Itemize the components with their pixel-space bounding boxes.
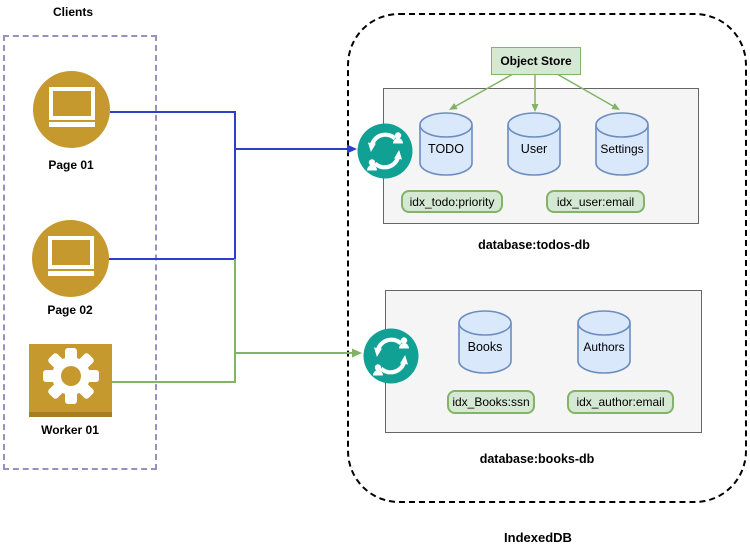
todos-db-caption: database:todos-db <box>478 238 590 252</box>
gear-icon <box>41 346 101 411</box>
books-db-caption: database:books-db <box>479 452 595 466</box>
monitor-icon <box>47 235 95 282</box>
monitor-icon <box>48 86 96 133</box>
sync-icon <box>363 328 419 384</box>
index-chip: idx_author:email <box>567 390 674 414</box>
store-label: Books <box>467 340 503 354</box>
client-node-page-01 <box>33 71 110 148</box>
index-chip-label: idx_author:email <box>576 395 665 409</box>
database-cylinder-icon <box>458 310 512 374</box>
indexeddb-container-box <box>347 13 747 503</box>
database-cylinder-icon <box>595 112 649 176</box>
store-cylinder-books: Books <box>458 310 512 374</box>
database-cylinder-icon <box>577 310 631 374</box>
client-node-page-02-label: Page 02 <box>47 303 93 317</box>
store-label: Authors <box>583 340 625 354</box>
store-label: User <box>520 142 548 156</box>
index-chip: idx_todo:priority <box>401 190 503 213</box>
index-chip-label: idx_user:email <box>556 194 635 209</box>
store-cylinder-settings: Settings <box>595 112 649 176</box>
client-node-worker-01 <box>29 344 112 417</box>
store-label: Settings <box>600 142 644 156</box>
index-chip: idx_user:email <box>546 190 645 213</box>
client-node-page-02 <box>32 220 109 297</box>
client-node-worker-01-label: Worker 01 <box>41 423 99 437</box>
store-cylinder-user: User <box>507 112 561 176</box>
database-cylinder-icon <box>419 112 473 176</box>
store-label: TODO <box>428 142 464 156</box>
store-cylinder-todo: TODO <box>419 112 473 176</box>
index-chip-label: idx_todo:priority <box>409 194 495 209</box>
object-store-label: Object Store <box>500 54 572 68</box>
indexeddb-group-title: IndexedDB <box>504 530 572 545</box>
store-cylinder-authors: Authors <box>577 310 631 374</box>
index-chip: idx_Books:ssn <box>447 390 535 414</box>
object-store-box: Object Store <box>491 47 581 75</box>
sync-icon <box>357 123 413 179</box>
clients-group-title: Clients <box>52 5 93 19</box>
database-cylinder-icon <box>507 112 561 176</box>
client-node-page-01-label: Page 01 <box>48 158 94 172</box>
index-chip-label: idx_Books:ssn <box>452 395 530 409</box>
